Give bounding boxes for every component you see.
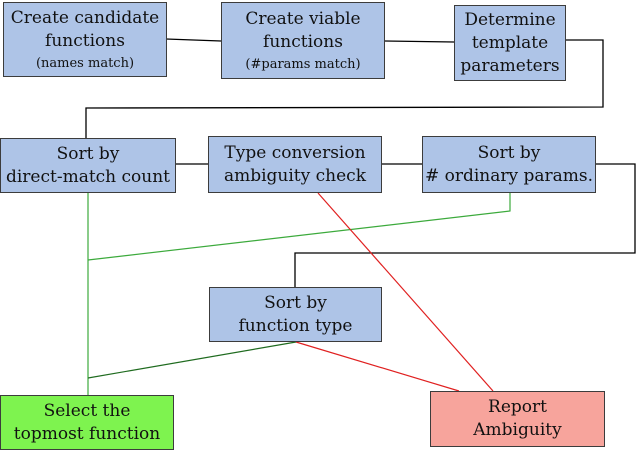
node-label: topmost function [13,423,161,444]
node-sort-by-function-type: Sort by function type [209,287,382,342]
connector-template-to-sort-direct [85,39,604,138]
success-line-sort-ordinary-to-select [87,193,511,261]
node-label: Determine [464,9,556,30]
node-type-conversion-ambiguity-check: Type conversion ambiguity check [208,136,382,193]
connector-viable-to-template [384,40,455,43]
node-label: # ordinary params. [424,165,594,186]
node-create-candidate-functions: Create candidate functions (names match) [3,2,167,77]
connector-sort-ordinary-to-function-type [294,163,636,287]
node-create-viable-functions: Create viable functions (#params match) [221,2,385,79]
ambiguity-line-type-conversion-to-report [317,192,494,392]
ambiguity-line-function-type-to-report [295,341,460,392]
node-sort-by-ordinary-params: Sort by # ordinary params. [422,136,596,193]
node-label: function type [238,315,353,336]
node-label: ambiguity check [223,165,367,186]
node-label: functions [45,30,125,51]
node-label: Sort by [56,143,120,164]
node-select-topmost-function: Select the topmost function [0,395,174,450]
node-label: Ambiguity [473,420,562,440]
node-sort-by-direct-match-count: Sort by direct-match count [0,138,176,193]
node-label: functions [263,31,343,52]
success-line-function-type-to-select [87,341,297,379]
node-determine-template-parameters: Determine template parameters [454,5,566,81]
node-label: Select the [43,400,131,421]
connector-candidate-to-viable [165,38,222,42]
node-note: (names match) [35,55,135,71]
node-note: (#params match) [245,56,361,72]
node-report-ambiguity: Report Ambiguity [430,391,605,447]
node-label: Sort by [477,142,541,163]
node-label: direct-match count [5,166,171,187]
node-label: Type conversion [224,142,366,163]
node-label: parameters [460,55,560,76]
node-label: Create viable [245,8,361,29]
node-label: template [471,32,549,53]
node-label: Report [488,397,547,417]
node-label: Create candidate [10,7,160,28]
node-label: Sort by [264,292,327,313]
